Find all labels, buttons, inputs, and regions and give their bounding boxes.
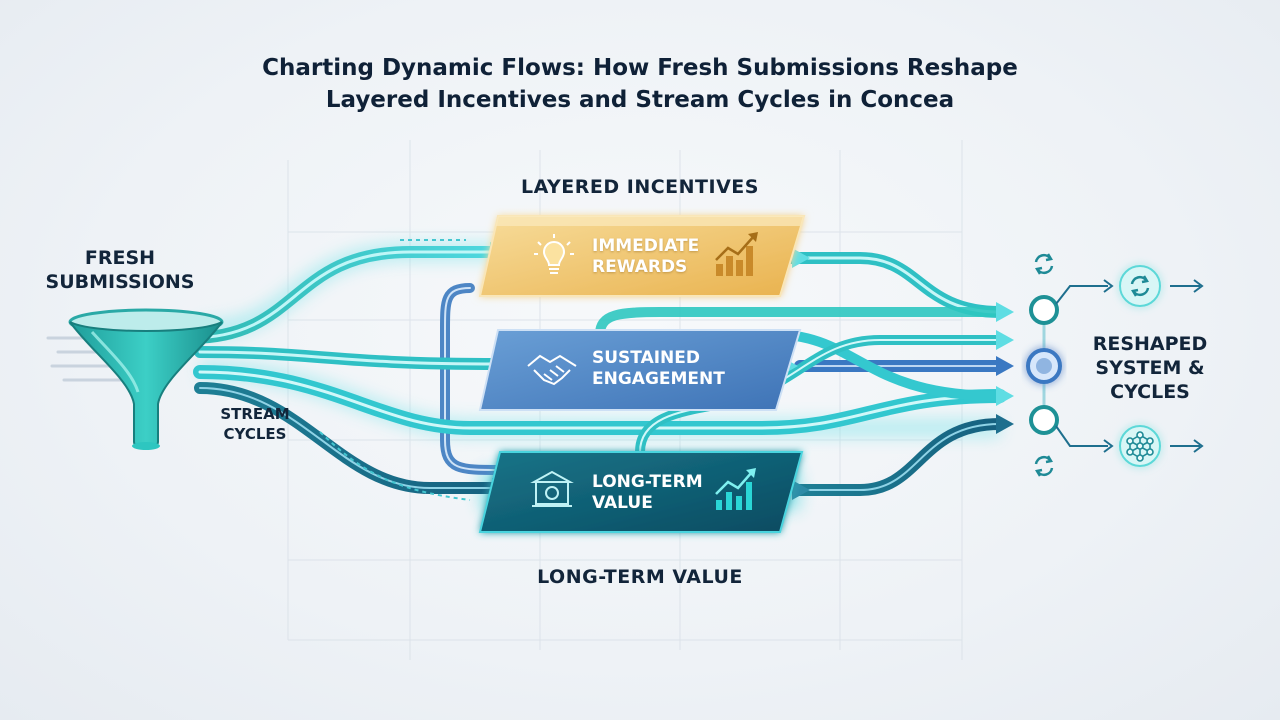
output-nodes [1026,279,1204,453]
growth-chart-icon [715,232,758,276]
output-node-middle [1026,348,1062,384]
growth-chart-icon [715,468,756,510]
handshake-icon [527,354,577,386]
stream-ribbons [184,246,1007,496]
layered-incentives-label: LAYERED INCENTIVES [521,176,759,198]
lightbulb-icon [534,234,574,274]
refresh-icon [1034,253,1054,275]
funnel-icon [68,308,224,450]
immediate-rewards-label: IMMEDIATE REWARDS [592,236,700,277]
page-title: Charting Dynamic Flows: How Fresh Submis… [0,52,1280,116]
box-long-term-value [478,451,804,533]
stream-cycles-label: STREAM CYCLES [220,405,290,443]
bank-icon [530,470,574,507]
network-icon [1119,425,1161,467]
dashed-arrows [319,239,471,501]
source-label: FRESH SUBMISSIONS [45,247,195,293]
box-sustained-engagement [478,329,802,411]
title-line-2: Layered Incentives and Stream Cycles in … [325,87,955,113]
long-term-value-caption: LONG-TERM VALUE [537,566,743,588]
output-label: RESHAPED SYSTEM & CYCLES [1092,333,1208,403]
output-node-top [1029,295,1059,325]
long-term-value-label: LONG-TERM VALUE [592,472,703,513]
refresh-icon [1034,455,1054,477]
output-node-bottom [1029,405,1059,435]
refresh-icon [1119,265,1161,307]
title-line-1: Charting Dynamic Flows: How Fresh Submis… [262,55,1018,81]
sustained-engagement-label: SUSTAINED ENGAGEMENT [592,348,725,389]
